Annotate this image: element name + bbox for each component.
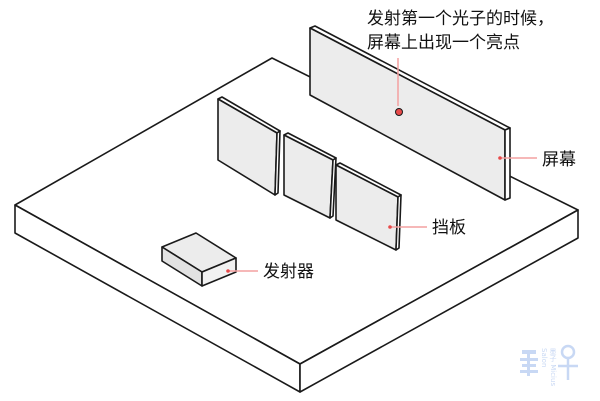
watermark-logo bbox=[520, 344, 578, 380]
annotation-line-1: 发射第一个光子的时候， bbox=[367, 9, 554, 29]
emitter-label: 发射器 bbox=[263, 262, 314, 282]
platform-right-side bbox=[299, 209, 579, 393]
baffle-panel-2-side bbox=[329, 157, 337, 219]
annotation-line-2: 屏幕上出现一个亮点 bbox=[367, 33, 520, 53]
baffle-label: 挡板 bbox=[432, 218, 466, 238]
screen-label: 屏幕 bbox=[542, 150, 576, 170]
baffle-panel-3-side bbox=[395, 194, 402, 251]
emitter-side bbox=[201, 257, 237, 287]
baffle-marker bbox=[388, 225, 392, 229]
baffle-panel-1-side bbox=[274, 130, 281, 196]
screen-side bbox=[504, 127, 511, 201]
platform-top bbox=[14, 57, 579, 365]
watermark-text: 墨子 Micius Salon bbox=[540, 348, 557, 387]
emitter-marker bbox=[226, 269, 230, 273]
light-spot-marker bbox=[395, 108, 403, 116]
screen-marker bbox=[498, 156, 502, 160]
